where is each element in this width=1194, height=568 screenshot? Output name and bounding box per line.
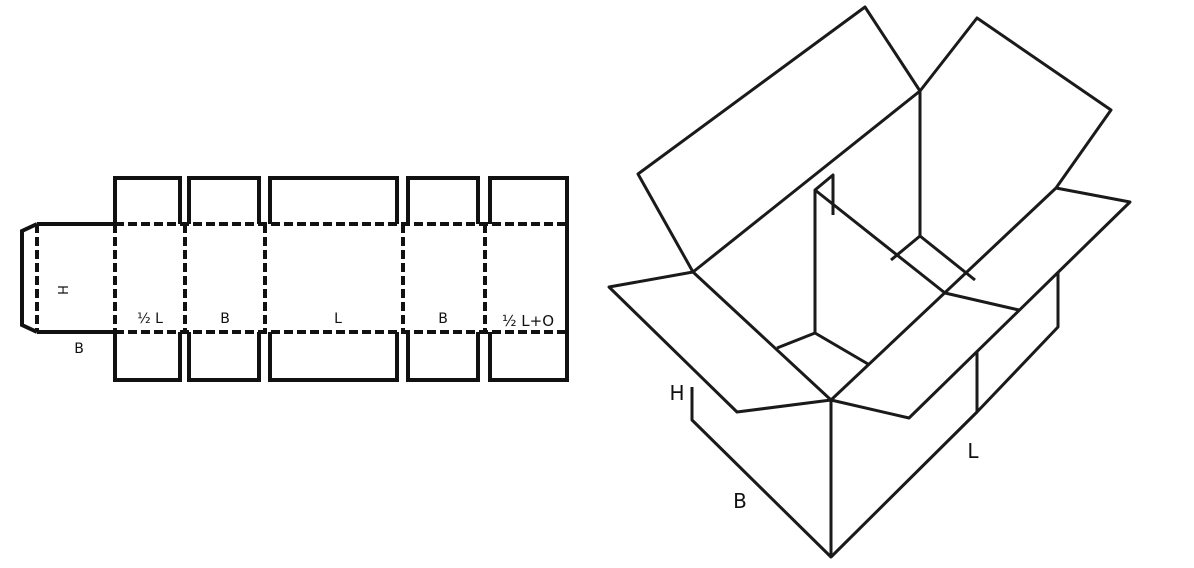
left-flap — [607, 270, 832, 414]
label-l: L — [967, 439, 979, 463]
label-h: H — [54, 285, 69, 295]
top-flaps — [113, 176, 569, 224]
bottom-flaps — [113, 332, 569, 382]
label-b-below: B — [74, 341, 84, 357]
label-half-l: ½ L — [137, 311, 163, 327]
end-panel-outline — [37, 222, 569, 334]
label-h: H — [669, 381, 684, 405]
right-flap — [830, 186, 1132, 420]
back-right-flap — [918, 16, 1113, 189]
partition — [776, 173, 1020, 366]
label-b-1: B — [220, 311, 230, 327]
front-walls — [690, 272, 1060, 559]
label-l: L — [334, 311, 342, 327]
label-b: B — [733, 489, 747, 513]
back-corner — [691, 91, 1058, 402]
glue-tab — [20, 222, 38, 334]
label-half-l-plus-o: ½ L+O — [502, 312, 554, 330]
open-box: H B L — [607, 5, 1132, 559]
box-net: H ½ L B L B ½ L+O B — [20, 176, 569, 382]
back-left-flap — [636, 5, 922, 274]
fold-lines — [35, 222, 567, 334]
label-b-2: B — [438, 311, 448, 327]
